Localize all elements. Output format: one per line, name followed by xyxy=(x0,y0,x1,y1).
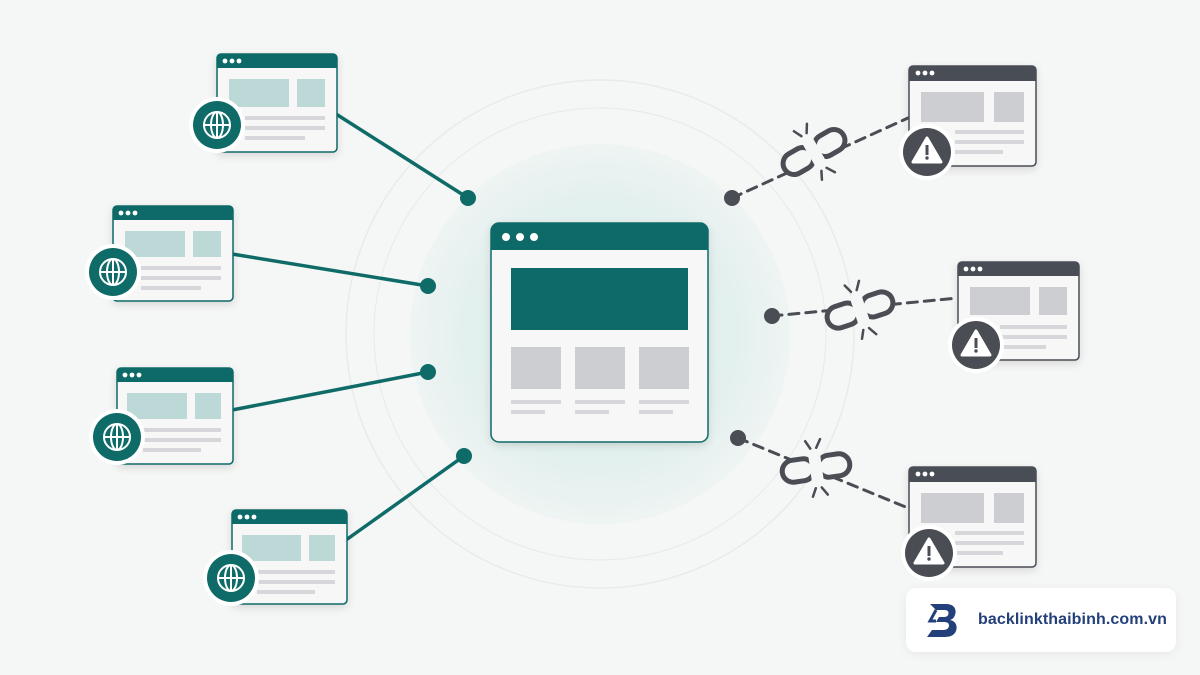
link-endpoint-dot xyxy=(724,190,740,206)
broken-link-endpoints xyxy=(724,190,780,446)
link-endpoint-dot xyxy=(460,190,476,206)
warning-icon xyxy=(899,124,955,180)
link-endpoint-dot xyxy=(730,430,746,446)
link-endpoint-dot xyxy=(456,448,472,464)
broken-link-icon xyxy=(780,122,848,181)
healthy-site-window xyxy=(112,205,234,302)
broken-link-icon xyxy=(779,437,853,498)
healthy-site-window xyxy=(231,509,348,605)
halo-mid-ring xyxy=(373,107,827,561)
active-links xyxy=(230,112,470,542)
link-endpoint-dot xyxy=(420,364,436,380)
globe-icon xyxy=(89,409,145,465)
globe-icon xyxy=(189,97,245,153)
broken-link-line xyxy=(730,116,910,200)
main-website-window xyxy=(490,222,709,443)
active-link-line xyxy=(230,370,430,412)
active-link-line xyxy=(230,252,430,288)
brand-badge[interactable]: backlinkthaibinh.com.vn xyxy=(906,588,1176,652)
globe-icon xyxy=(85,244,141,300)
globe-icon xyxy=(203,550,259,606)
brand-logo-icon xyxy=(927,604,957,637)
hero-block xyxy=(511,268,688,330)
healthy-site-window xyxy=(116,367,234,465)
brand-name: backlinkthaibinh.com.vn xyxy=(978,611,1168,628)
warning-icon xyxy=(901,525,957,581)
halo-outer-ring xyxy=(345,79,855,589)
link-endpoint-dot xyxy=(420,278,436,294)
active-link-line xyxy=(344,454,466,542)
healthy-site-window xyxy=(216,53,338,153)
broken-link-icon xyxy=(824,279,896,341)
link-endpoint-dot xyxy=(764,308,780,324)
active-link-line xyxy=(334,112,470,200)
active-link-endpoints xyxy=(420,190,476,464)
warning-icon xyxy=(948,317,1004,373)
